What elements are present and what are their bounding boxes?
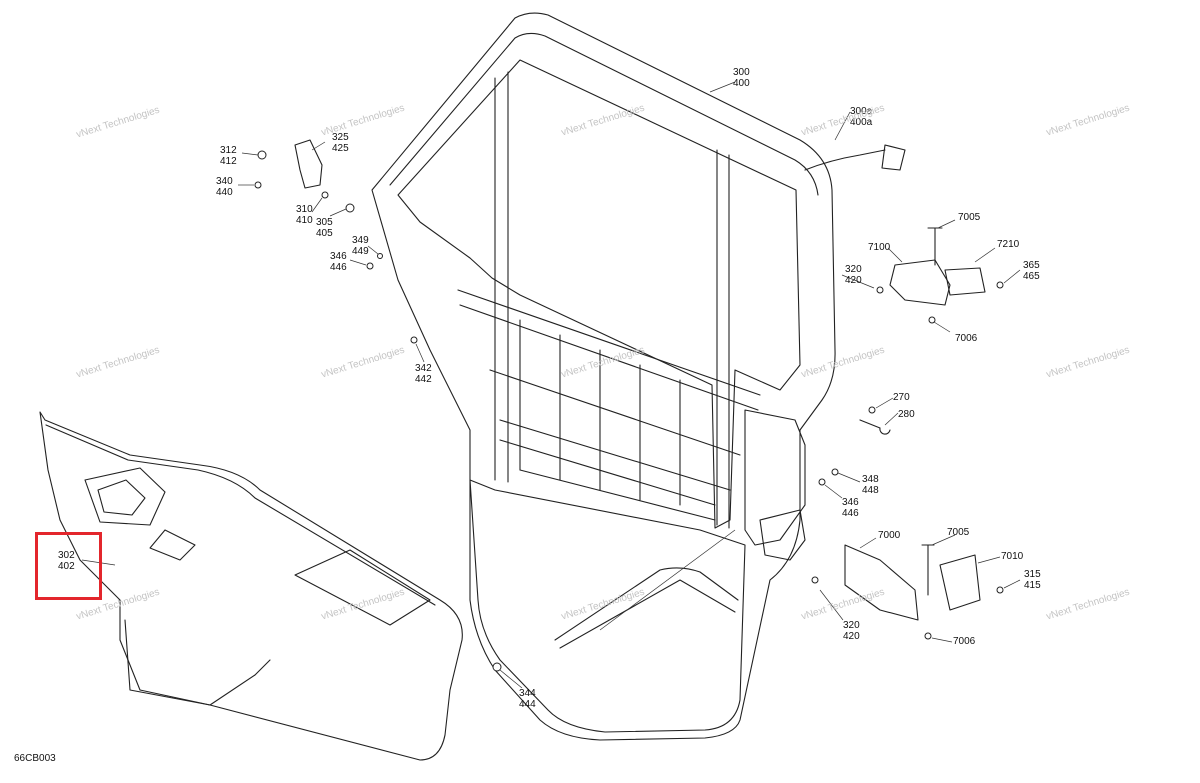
- highlight-box: [35, 532, 102, 600]
- cross-member: [457, 289, 761, 491]
- handle-recess: [97, 479, 146, 516]
- washer-346b: [818, 478, 826, 486]
- screw-340: [254, 181, 262, 189]
- callout-7006-lower[interactable]: 7006: [953, 636, 976, 647]
- callout-280[interactable]: 280: [898, 409, 915, 420]
- washer-346: [366, 262, 374, 270]
- lower-panel: [469, 479, 746, 733]
- callout-7210[interactable]: 7210: [997, 239, 1020, 250]
- clip-342: [410, 336, 418, 344]
- screw-349: [377, 253, 383, 259]
- check-strap: [859, 419, 891, 435]
- screw-365: [996, 281, 1004, 289]
- callout-7100[interactable]: 7100: [868, 242, 891, 253]
- screw-320b: [811, 576, 819, 584]
- callout-7006-upper[interactable]: 7006: [955, 333, 978, 344]
- washer-7006b: [924, 632, 932, 640]
- screw-310: [321, 191, 329, 199]
- hinge-lower: [844, 544, 919, 621]
- callout-270[interactable]: 270: [893, 392, 910, 403]
- window-post-left: [494, 71, 509, 483]
- bracket-325: [294, 139, 323, 189]
- screw-348: [831, 468, 839, 476]
- callout-7005-lower[interactable]: 7005: [947, 527, 970, 538]
- clip-344: [492, 662, 502, 672]
- inner-trim-panel: [39, 411, 463, 761]
- window-opening: [397, 59, 801, 529]
- washer-7006: [928, 316, 936, 324]
- latch-plate: [744, 409, 806, 546]
- screw-320: [876, 286, 884, 294]
- callout-7000[interactable]: 7000: [878, 530, 901, 541]
- window-post-right: [716, 149, 730, 529]
- hinge-upper: [889, 259, 951, 306]
- screw-315: [996, 586, 1004, 594]
- washer-270: [868, 406, 876, 414]
- pin-305: [345, 203, 355, 213]
- callout-7005-upper[interactable]: 7005: [958, 212, 981, 223]
- callout-7010[interactable]: 7010: [1001, 551, 1024, 562]
- wire-harness: [804, 144, 906, 171]
- figure-code: 66CB003: [14, 753, 56, 764]
- nut-312: [257, 150, 267, 160]
